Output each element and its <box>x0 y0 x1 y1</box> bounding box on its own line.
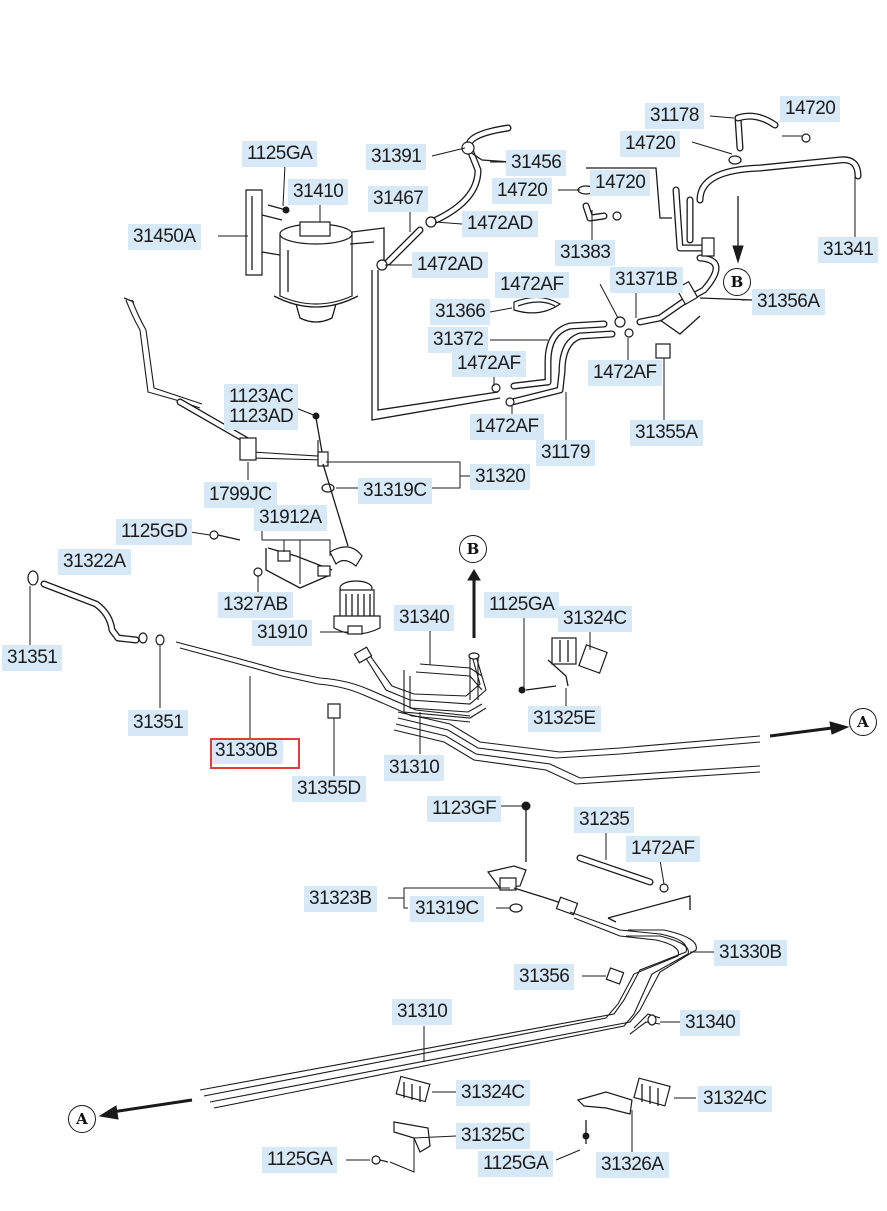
label-1472AF[interactable]: 1472AF <box>495 272 569 298</box>
canister-leader-outline-2 <box>377 270 499 411</box>
lower-fittings <box>486 801 579 916</box>
marker-b-middle: B <box>459 535 487 563</box>
label-1125GA[interactable]: 1125GA <box>478 1151 554 1177</box>
marker-b-upper: B <box>723 268 751 296</box>
label-31340[interactable]: 31340 <box>394 605 455 631</box>
upper-vapor-tube <box>123 297 349 547</box>
label-31372[interactable]: 31372 <box>428 327 489 353</box>
fuel-vapor-canister <box>273 221 385 323</box>
label-31456[interactable]: 31456 <box>506 150 567 176</box>
label-31324C[interactable]: 31324C <box>698 1086 772 1112</box>
label-1327AB[interactable]: 1327AB <box>218 592 293 618</box>
label-31355D[interactable]: 31355D <box>292 776 366 802</box>
upper-right-lines <box>636 112 862 335</box>
label-1125GA[interactable]: 1125GA <box>262 1147 338 1173</box>
canister-bracket <box>245 189 290 276</box>
label-31351[interactable]: 31351 <box>128 710 189 736</box>
leader-31330B-lower <box>607 895 691 923</box>
label-1125GA[interactable]: 1125GA <box>242 141 318 167</box>
filter-bracket <box>209 530 363 589</box>
fuel-line-31330B <box>175 641 471 723</box>
label-31322A[interactable]: 31322A <box>58 549 131 575</box>
label-14720[interactable]: 14720 <box>492 178 553 204</box>
label-1123AD[interactable]: 1123AD <box>224 404 299 430</box>
hose-31235 <box>576 854 669 893</box>
lower-clips <box>371 1075 671 1165</box>
label-31450A[interactable]: 31450A <box>128 224 201 250</box>
label-31341[interactable]: 31341 <box>818 237 879 263</box>
label-31355A[interactable]: 31355A <box>630 420 703 446</box>
label-14720[interactable]: 14720 <box>620 131 681 157</box>
label-31324C[interactable]: 31324C <box>558 606 632 632</box>
canister-leader-outline <box>371 270 501 421</box>
label-31319C[interactable]: 31319C <box>358 478 432 504</box>
label-1472AF[interactable]: 1472AF <box>470 414 544 440</box>
label-31326A[interactable]: 31326A <box>596 1152 669 1178</box>
label-31324C[interactable]: 31324C <box>456 1080 530 1106</box>
lines-31322A-31351 <box>27 570 165 646</box>
label-1472AD[interactable]: 1472AD <box>462 211 538 237</box>
label-31356[interactable]: 31356 <box>514 964 575 990</box>
label-1799JC[interactable]: 1799JC <box>204 482 277 508</box>
lower-pipe-run <box>199 911 697 1109</box>
fuel-filter <box>333 580 381 635</box>
label-31178[interactable]: 31178 <box>645 103 704 129</box>
label-31371B[interactable]: 31371B <box>610 267 683 293</box>
fuel-pipe-bundle <box>353 646 761 785</box>
label-1472AF[interactable]: 1472AF <box>452 351 526 377</box>
label-31366[interactable]: 31366 <box>430 299 491 325</box>
label-31319C[interactable]: 31319C <box>410 896 484 922</box>
hose-31372-31179 <box>491 320 616 407</box>
clips-31324C-upper <box>518 637 608 694</box>
label-14720[interactable]: 14720 <box>590 170 651 196</box>
arrow-to-b <box>467 569 481 581</box>
label-31323B[interactable]: 31323B <box>304 886 377 912</box>
label-1125GA[interactable]: 1125GA <box>484 592 560 618</box>
label-31391[interactable]: 31391 <box>366 144 427 170</box>
label-31340[interactable]: 31340 <box>680 1010 741 1036</box>
label-1123GF[interactable]: 1123GF <box>427 796 502 822</box>
highlight-box-31330B <box>210 738 300 769</box>
label-31383[interactable]: 31383 <box>555 240 616 266</box>
label-1472AF[interactable]: 1472AF <box>626 836 700 862</box>
label-31467[interactable]: 31467 <box>368 186 429 212</box>
marker-a-right: A <box>849 708 877 736</box>
marker-a-left: A <box>68 1105 96 1133</box>
leader-lines <box>29 115 856 1173</box>
label-1472AD[interactable]: 1472AD <box>412 252 488 278</box>
label-31310[interactable]: 31310 <box>384 755 445 781</box>
label-31320[interactable]: 31320 <box>470 464 531 490</box>
label-1125GD[interactable]: 1125GD <box>116 519 193 545</box>
label-31325E[interactable]: 31325E <box>528 706 601 732</box>
label-31325C[interactable]: 31325C <box>456 1123 530 1149</box>
label-31310[interactable]: 31310 <box>392 999 453 1025</box>
label-14720[interactable]: 14720 <box>780 96 841 122</box>
label-31912A[interactable]: 31912A <box>254 505 327 531</box>
label-31179[interactable]: 31179 <box>536 440 595 466</box>
label-31330B[interactable]: 31330B <box>714 940 787 966</box>
vapor-hoses-upper <box>376 124 512 271</box>
label-31410[interactable]: 31410 <box>288 179 349 205</box>
label-31330B[interactable]: 31330B <box>210 738 283 764</box>
label-31351[interactable]: 31351 <box>2 645 63 671</box>
label-31235[interactable]: 31235 <box>574 807 635 833</box>
label-1472AF[interactable]: 1472AF <box>588 360 662 386</box>
label-31910[interactable]: 31910 <box>252 620 313 646</box>
label-31356A[interactable]: 31356A <box>752 289 825 315</box>
